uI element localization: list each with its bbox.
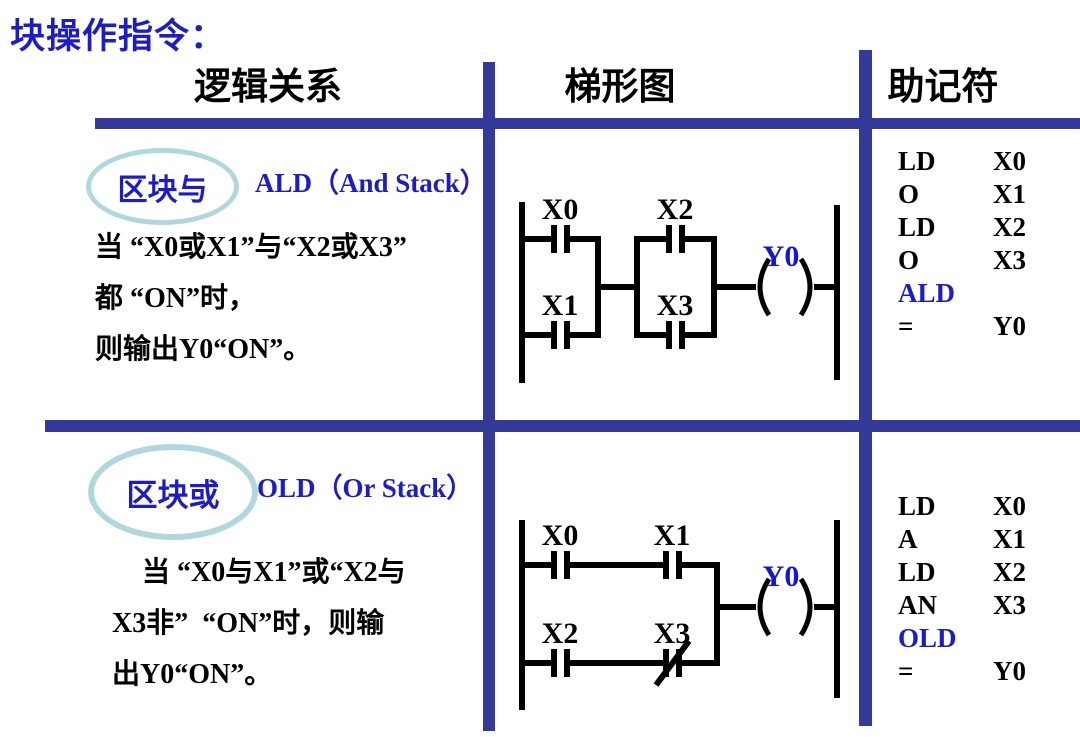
table-column-divider-2: [859, 50, 872, 726]
desc-line: 当 “X0或X1”与“X2或X3”: [95, 232, 407, 263]
mnemonic-arg: X1: [993, 524, 1026, 554]
mnemonic-op: ALD: [898, 278, 956, 308]
mnemonic-line: = Y0: [898, 311, 1073, 344]
mnemonic-line: LD X0: [898, 146, 1073, 179]
mnemonic-line: LD X2: [898, 212, 1073, 245]
contact-label: X3: [657, 289, 694, 322]
mnemonic-line: A X1: [898, 524, 1073, 557]
mnemonic-op: O: [898, 179, 920, 209]
mnemonic-op: O: [898, 245, 920, 275]
mnemonic-arg: X3: [993, 590, 1026, 620]
or-stack-mnemonic-list: LD X0 A X1 LD X2 AN X3 OLD = Y0: [898, 491, 1073, 689]
mnemonic-op: LD: [898, 212, 936, 242]
mnemonic-arg: Y0: [993, 656, 1026, 686]
mnemonic-arg: X2: [993, 212, 1026, 242]
output-coil-right: [798, 257, 813, 317]
mnemonic-arg: X3: [993, 245, 1026, 275]
mnemonic-op: =: [898, 656, 914, 686]
contact-label: X0: [542, 193, 579, 226]
mnemonic-op: LD: [898, 557, 936, 587]
mnemonic-line: LD X2: [898, 557, 1073, 590]
contact-label: X3: [654, 617, 691, 650]
mnemonic-line: LD X0: [898, 491, 1073, 524]
or-block-tag: 区块或: [126, 477, 220, 513]
desc-line: 当 “X0与X1”或“X2与: [142, 557, 406, 588]
or-stack-ladder-diagram: X0 X1 X2 X3 Y0: [519, 519, 840, 710]
and-block-description: 当 “X0或X1”与“X2或X3” 都 “ON”时， 则输出Y0“ON”。: [95, 222, 407, 375]
and-block-highlight-ellipse: [86, 148, 239, 225]
mnemonic-line: AN X3: [898, 590, 1073, 623]
mnemonic-op: LD: [898, 146, 936, 176]
and-block-instruction-label: ALD（And Stack）: [255, 168, 487, 198]
mnemonic-arg: X0: [993, 491, 1026, 521]
mnemonic-op: A: [898, 524, 918, 554]
output-coil-right: [798, 577, 813, 637]
mnemonic-op: OLD: [898, 623, 957, 653]
contact-label: X1: [654, 519, 691, 552]
or-block-description: 当 “X0与X1”或“X2与 X3非” “ON”时，则输 出Y0“ON”。: [112, 547, 406, 700]
contact-label: X2: [542, 617, 579, 650]
mnemonic-arg: X0: [993, 146, 1026, 176]
mnemonic-arg: X1: [993, 179, 1026, 209]
and-block-tag: 区块与: [117, 173, 208, 207]
or-block-instruction-label: OLD（Or Stack）: [257, 473, 474, 503]
table-column-divider-1: [483, 62, 495, 731]
output-coil-label: Y0: [763, 560, 800, 593]
desc-line: 出Y0“ON”。: [112, 659, 273, 690]
output-coil-left: [757, 257, 772, 317]
desc-line: 都 “ON”时，: [95, 283, 257, 314]
column-header-logic-relation: 逻辑关系: [194, 67, 342, 108]
contact-label: X2: [657, 193, 694, 226]
mnemonic-arg: Y0: [993, 311, 1026, 341]
mnemonic-line-old: OLD: [898, 623, 1073, 656]
mnemonic-line-ald: ALD: [898, 278, 1073, 311]
nc-slash: [653, 639, 692, 687]
column-header-ladder-diagram: 梯形图: [564, 67, 676, 108]
table-row-divider: [45, 420, 1080, 432]
page-title: 块操作指令：: [10, 17, 227, 56]
mnemonic-line: O X1: [898, 179, 1073, 212]
and-stack-ladder-diagram: X0 X1 X2 X3 Y0: [519, 193, 840, 383]
desc-line: X3非” “ON”时，则输: [112, 608, 385, 639]
output-coil-label: Y0: [763, 240, 800, 273]
contact-label: X1: [542, 289, 579, 322]
column-header-mnemonic: 助记符: [887, 67, 999, 108]
and-stack-mnemonic-list: LD X0 O X1 LD X2 O X3 ALD = Y0: [898, 146, 1073, 344]
desc-line: 则输出Y0“ON”。: [95, 334, 312, 365]
mnemonic-op: AN: [898, 590, 937, 620]
or-block-highlight-ellipse: [88, 444, 258, 540]
table-header-divider: [95, 118, 1080, 129]
mnemonic-op: LD: [898, 491, 936, 521]
contact-label: X0: [542, 519, 579, 552]
mnemonic-line: = Y0: [898, 656, 1073, 689]
mnemonic-line: O X3: [898, 245, 1073, 278]
output-coil-left: [757, 577, 772, 637]
mnemonic-op: =: [898, 311, 914, 341]
mnemonic-arg: X2: [993, 557, 1026, 587]
